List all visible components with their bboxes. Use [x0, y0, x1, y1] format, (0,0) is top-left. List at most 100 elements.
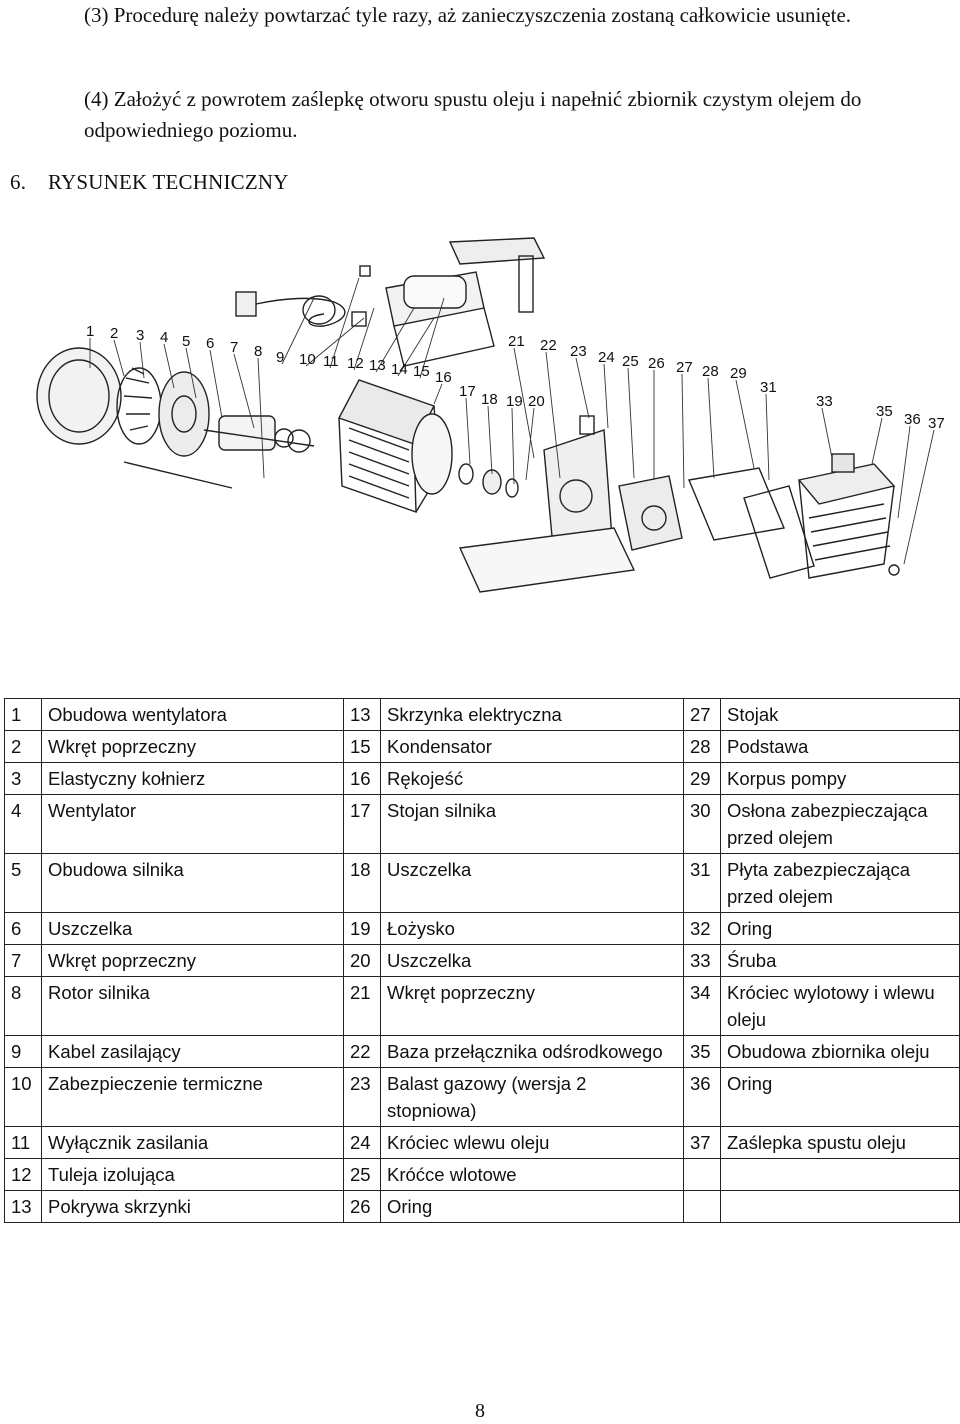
part-number-cell: 25: [343, 1158, 381, 1191]
callout-label: 4: [160, 329, 168, 346]
callout-label: 15: [413, 363, 430, 380]
part-name-cell: Śruba: [720, 944, 960, 977]
pump-body-shape: [618, 475, 683, 551]
part-name-cell: Pokrywa skrzynki: [41, 1190, 344, 1223]
part-name-cell: Uszczelka: [41, 912, 344, 945]
part-number-cell: 33: [683, 944, 721, 977]
part-number-cell: 36: [683, 1067, 721, 1127]
part-number-cell: 10: [4, 1067, 42, 1127]
part-name-cell: Obudowa zbiornika oleju: [720, 1035, 960, 1068]
part-number-cell: 29: [683, 762, 721, 795]
part-name-cell: Kabel zasilający: [41, 1035, 344, 1068]
page-number: 8: [475, 1400, 485, 1422]
part-name-cell: Obudowa silnika: [41, 853, 344, 913]
part-name-cell: Zaślepka spustu oleju: [720, 1126, 960, 1159]
callout-label: 27: [676, 359, 693, 376]
part-number-cell: 5: [4, 853, 42, 913]
seal-shape: [458, 463, 474, 485]
pump-stand-shape: [458, 415, 636, 593]
callout-label: 26: [648, 355, 665, 372]
callout-label: 3: [136, 327, 144, 344]
part-name-cell: Obudowa wentylatora: [41, 698, 344, 731]
part-name-cell: Rękojeść: [380, 762, 684, 795]
callout-label: 28: [702, 363, 719, 380]
part-name-cell: Oring: [380, 1190, 684, 1223]
paragraph-step-3: (3) Procedurę należy powtarzać tyle razy…: [84, 3, 852, 27]
section-heading: 6. RYSUNEK TECHNICZNY: [10, 170, 289, 195]
part-name-cell: Elastyczny kołnierz: [41, 762, 344, 795]
part-number-cell: 24: [343, 1126, 381, 1159]
part-name-cell: Baza przełącznika odśrodkowego: [380, 1035, 684, 1068]
callout-label: 18: [481, 391, 498, 408]
paragraph-step-4: (4) Założyć z powrotem zaślepkę otworu s…: [84, 87, 862, 142]
long-bolt-shape: [123, 461, 233, 489]
part-number-cell: 23: [343, 1067, 381, 1127]
part-number-cell: 13: [4, 1190, 42, 1223]
part-number-cell: 31: [683, 853, 721, 913]
callout-label: 6: [206, 335, 214, 352]
section-title: RYSUNEK TECHNICZNY: [48, 170, 289, 194]
part-number-cell: 32: [683, 912, 721, 945]
part-name-cell: [720, 1190, 960, 1223]
callout-label: 14: [391, 361, 408, 378]
callout-label: 10: [299, 351, 316, 368]
callout-label: 20: [528, 393, 545, 410]
callout-label: 11: [323, 353, 339, 370]
callout-label: 13: [369, 357, 386, 374]
callout-label: 5: [182, 333, 190, 350]
part-name-cell: Stojak: [720, 698, 960, 731]
part-number-cell: 2: [4, 730, 42, 763]
part-number-cell: 22: [343, 1035, 381, 1068]
part-name-cell: Wkręt poprzeczny: [41, 730, 344, 763]
part-number-cell: 6: [4, 912, 42, 945]
part-number-cell: 7: [4, 944, 42, 977]
part-name-cell: Skrzynka elektryczna: [380, 698, 684, 731]
part-name-cell: Wyłącznik zasilania: [41, 1126, 344, 1159]
callout-label: 35: [876, 403, 893, 420]
callout-label: 2: [110, 325, 118, 342]
part-number-cell: 34: [683, 976, 721, 1036]
callout-label: 25: [622, 353, 639, 370]
part-name-cell: Łożysko: [380, 912, 684, 945]
part-number-cell: [683, 1158, 721, 1191]
callout-label: 37: [928, 415, 945, 432]
part-name-cell: Wentylator: [41, 794, 344, 854]
callout-label: 16: [435, 369, 452, 386]
part-number-cell: 12: [4, 1158, 42, 1191]
part-name-cell: [720, 1158, 960, 1191]
part-number-cell: [683, 1190, 721, 1223]
part-number-cell: 19: [343, 912, 381, 945]
electrical-box-shape: [351, 237, 546, 367]
fan-shape: [116, 367, 162, 445]
part-name-cell: Wkręt poprzeczny: [380, 976, 684, 1036]
callout-label: 7: [230, 339, 238, 356]
callout-label: 22: [540, 337, 557, 354]
oil-tank-shape: [797, 453, 900, 579]
part-name-cell: Korpus pompy: [720, 762, 960, 795]
callout-label: 33: [816, 393, 833, 410]
stator-shape: [338, 379, 453, 513]
part-number-cell: 1: [4, 698, 42, 731]
callout-label: 21: [508, 333, 525, 350]
leader-lines: [89, 277, 935, 565]
part-name-cell: Kondensator: [380, 730, 684, 763]
part-name-cell: Podstawa: [720, 730, 960, 763]
callout-label: 24: [598, 349, 615, 366]
callout-label: 17: [459, 383, 476, 400]
callout-label: 12: [347, 355, 364, 372]
callout-label: 36: [904, 411, 921, 428]
part-number-cell: 13: [343, 698, 381, 731]
gasket-shape: [743, 485, 815, 579]
section-number: 6.: [10, 170, 27, 194]
part-name-cell: Króciec wylotowy i wlewu oleju: [720, 976, 960, 1036]
